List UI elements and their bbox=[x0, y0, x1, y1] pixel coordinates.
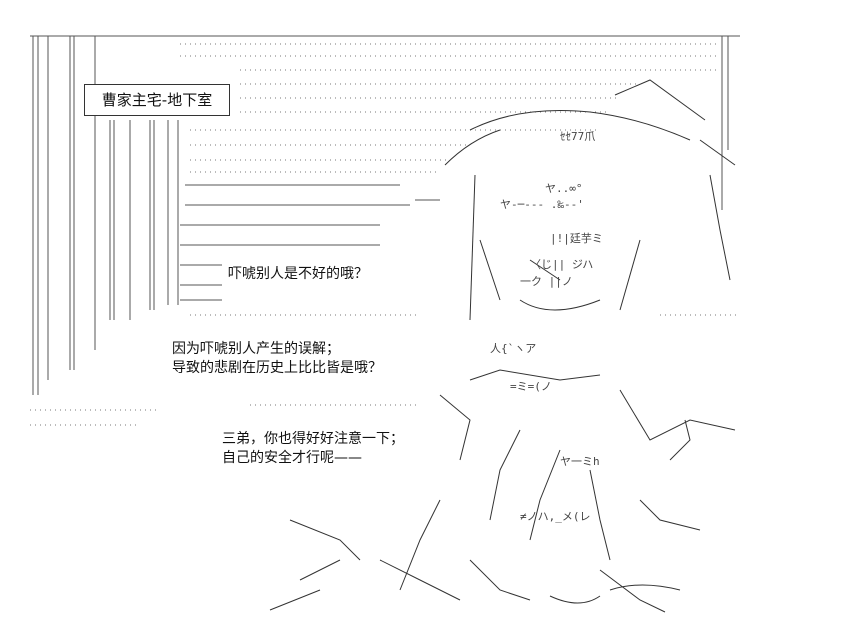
dialogue-line: 吓唬别人是不好的哦？ bbox=[228, 266, 368, 282]
svg-text:ｾｾ77爪: ｾｾ77爪 bbox=[560, 130, 595, 143]
svg-text:一ク ||ノ: 一ク ||ノ bbox=[520, 275, 573, 288]
svg-text:ヤ一ミh: ヤ一ミh bbox=[560, 455, 600, 468]
svg-text:=ミ=(ノ: =ミ=(ノ bbox=[510, 380, 552, 393]
dialogue-line: 三弟，你也得好好注意一下； bbox=[222, 431, 404, 447]
svg-text:人{`ヽア: 人{`ヽア bbox=[490, 342, 536, 355]
dialogue-line: 自己的安全才行呢—— bbox=[222, 450, 362, 466]
dialogue-line: 导致的悲剧在历史上比比皆是哦？ bbox=[172, 360, 382, 376]
speech-bubble-1: 吓唬别人是不好的哦？ bbox=[228, 265, 408, 285]
caption-text: 曹家主宅-地下室 bbox=[101, 91, 213, 109]
svg-text:≠ノハ,_メ(レ: ≠ノハ,_メ(レ bbox=[520, 510, 591, 523]
svg-text:ヤ-─--- .‰--': ヤ-─--- .‰--' bbox=[500, 198, 584, 211]
dialogue-line: 因为吓唬别人产生的误解； bbox=[172, 341, 340, 357]
speech-bubble-2: 因为吓唬别人产生的误解； 导致的悲剧在历史上比比皆是哦？ bbox=[172, 340, 422, 384]
svg-text:〈じ|| ジハ: 〈じ|| ジハ bbox=[530, 258, 593, 271]
svg-text:ヤ..∞°: ヤ..∞° bbox=[545, 182, 583, 195]
speech-bubble-3: 三弟，你也得好好注意一下； 自己的安全才行呢—— bbox=[222, 430, 434, 470]
svg-text:|!|廷芋ミ: |!|廷芋ミ bbox=[550, 232, 603, 245]
location-caption: 曹家主宅-地下室 bbox=[84, 84, 230, 116]
